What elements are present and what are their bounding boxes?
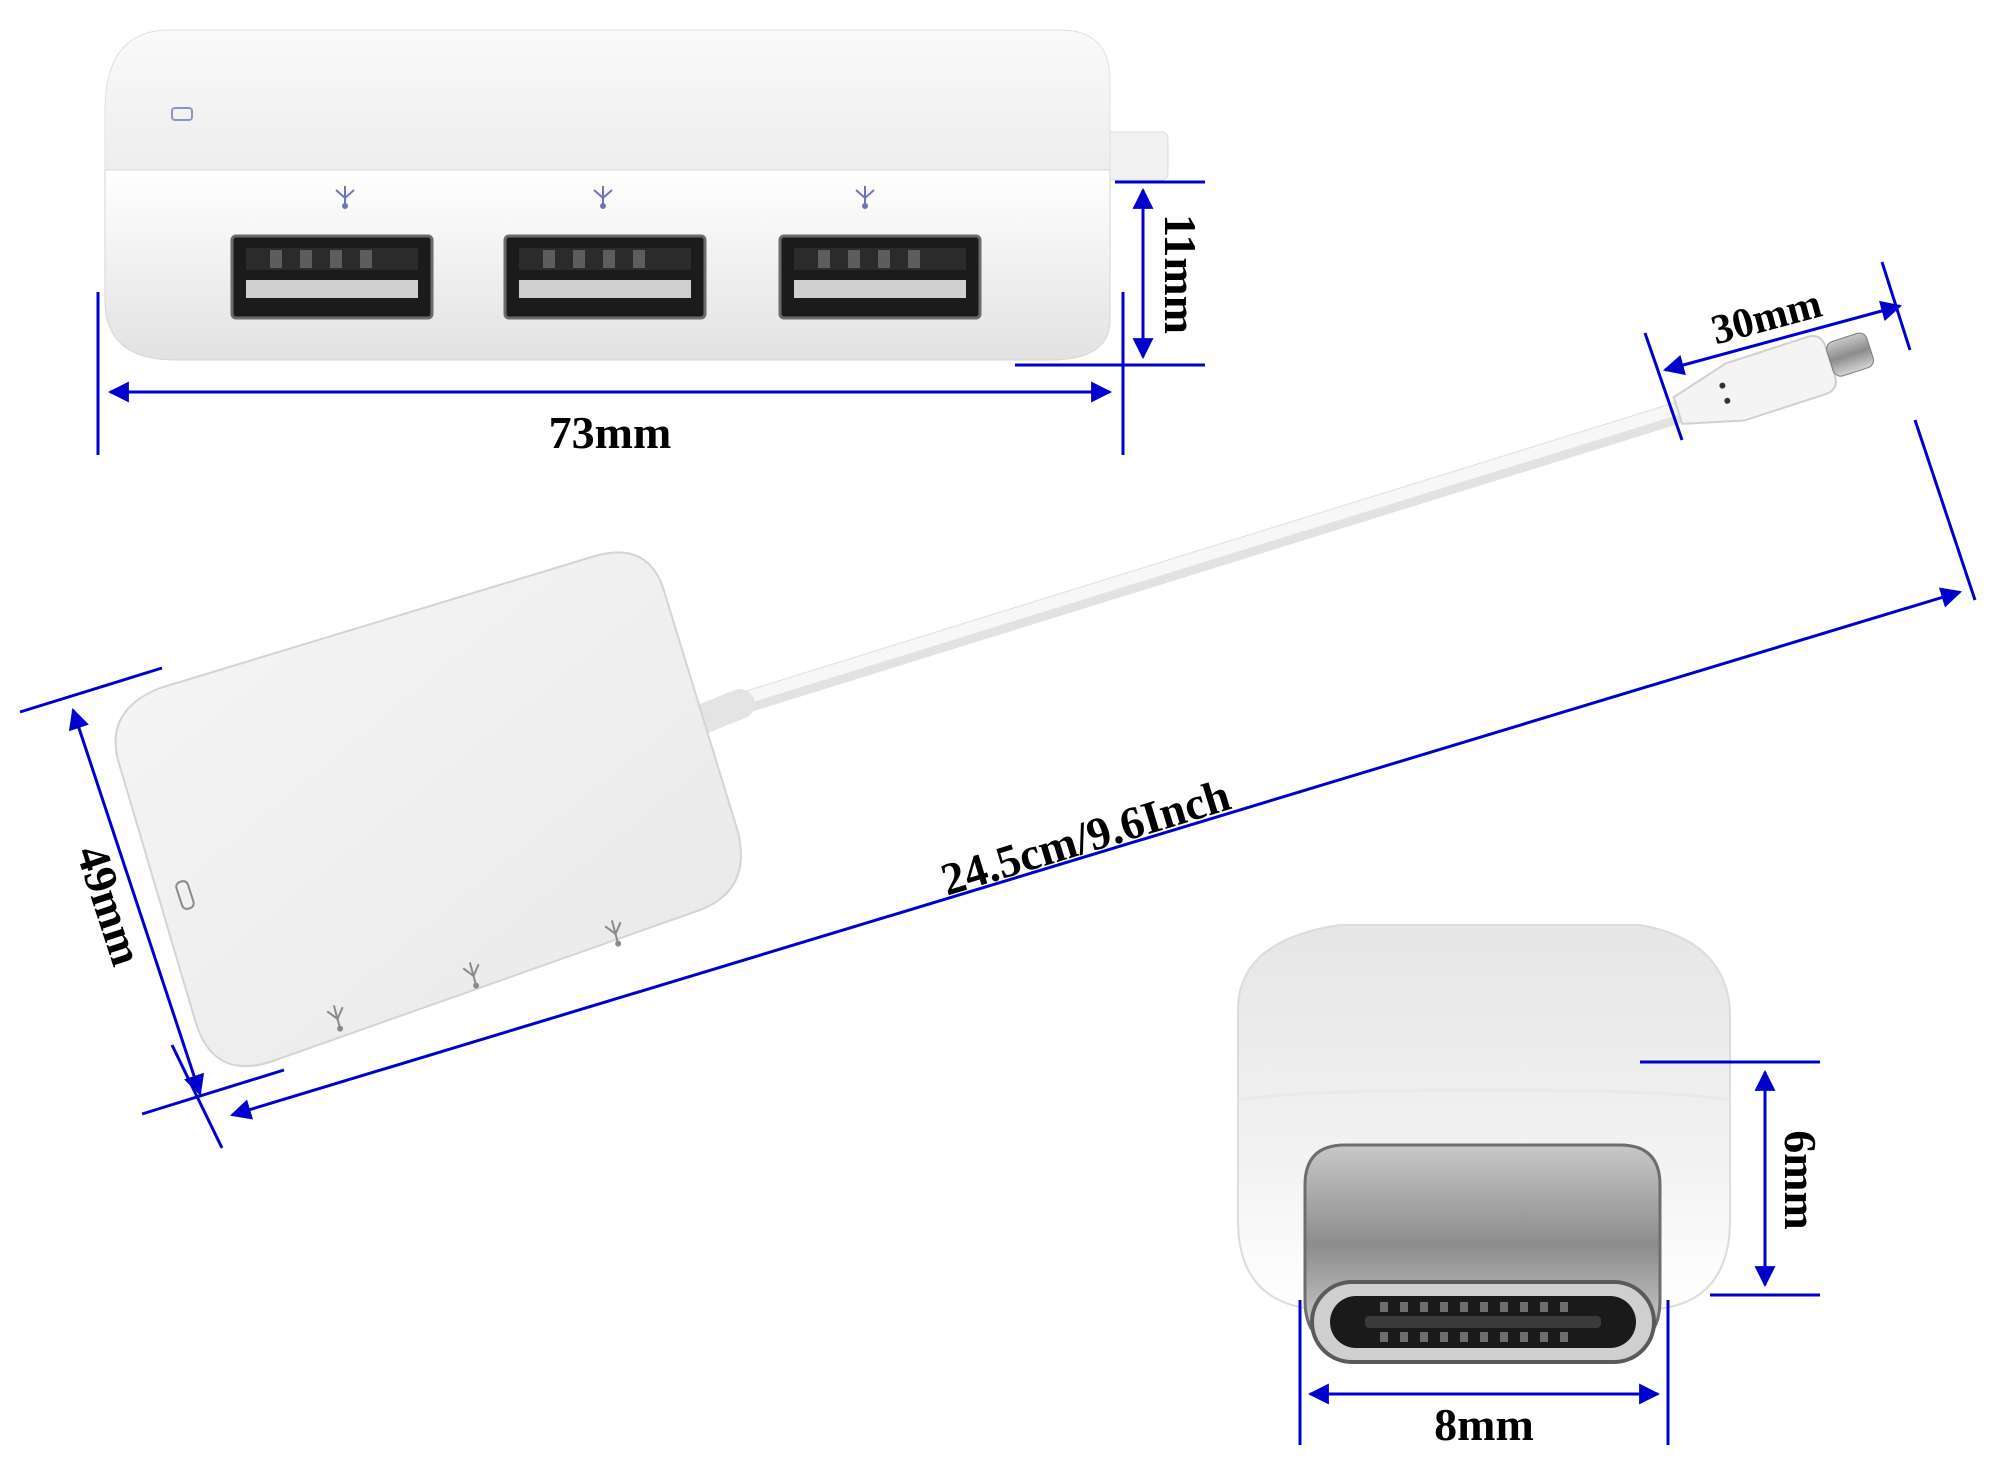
usb-c-closeup [1237,924,1731,1364]
usb-icon [335,186,355,209]
usb-icon [855,186,875,209]
hub-top-surface [104,29,1111,186]
label-height-hub: 11mm [1155,214,1206,334]
usb-a-port [778,234,982,320]
dimension-typec-height [1640,1060,1820,1297]
label-width-hub: 73mm [549,407,672,458]
usb-c-connector [1303,1143,1662,1364]
usb-icon [593,186,613,209]
label-cable-length: 24.5cm/9.6Inch [935,769,1236,905]
dimension-plug-length [1643,261,1912,441]
usb-a-port [230,234,434,320]
led-indicator-icon [171,107,193,121]
usb-a-port [503,234,707,320]
label-typec-height: 6mm [1775,1130,1826,1230]
hub-front-view [104,29,1169,361]
dimension-width-hub [96,292,1125,455]
label-typec-width: 8mm [1434,1399,1534,1450]
dimension-cable-length [170,419,1977,1149]
dimension-height-hub [1015,180,1205,367]
label-depth-hub: 49mm [67,839,153,971]
dimension-typec-width [1298,1300,1670,1445]
usb-c-cable [675,332,1875,739]
